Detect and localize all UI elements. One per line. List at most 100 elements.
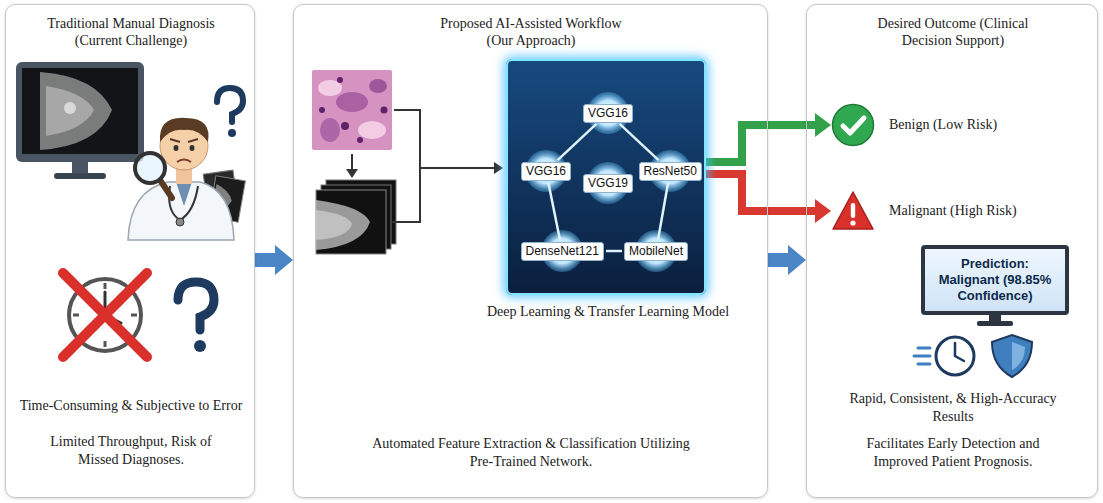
text-slot: Prediction: Malignant (98.85% Confidence… (933, 256, 1057, 304)
malignant-warning-icon (851, 203, 855, 218)
outcome-item: Malignant (High Risk) (831, 189, 1017, 233)
text-slot: Malignant (High Risk) (889, 202, 1017, 220)
flow-arrow (346, 169, 358, 178)
connector (706, 113, 831, 162)
text-slot: Benign (Low Risk) (889, 116, 997, 134)
flow-arrow (346, 154, 358, 178)
caption-text: Limited Throughput, Risk of Missed Diagn… (31, 433, 231, 469)
model-background (506, 59, 706, 295)
outcome-item: Benign (Low Risk) (831, 103, 997, 147)
connector (658, 182, 668, 239)
model-label: ResNet50 (644, 164, 697, 179)
connector-line (606, 250, 622, 253)
monitor-illustration (72, 162, 88, 174)
model-label: VGG19 (588, 176, 628, 191)
panel: VGG16VGG16VGG19ResNet50DenseNet121Mobile… (293, 4, 768, 498)
doctor-illustration (177, 160, 191, 163)
benign-check-icon (831, 103, 875, 147)
histology-image (381, 107, 388, 114)
caption-text: Rapid, Consistent, & High-Accuracy Resul… (843, 390, 1063, 426)
speed-clock-icon (914, 337, 974, 375)
outcome-label: Malignant (High Risk) (889, 202, 1017, 220)
shield-icon (992, 335, 1032, 377)
doctor-illustration (128, 182, 234, 240)
panel-title: Proposed AI-Assisted Workflow (Our Appro… (431, 15, 631, 49)
network-sphere (587, 162, 629, 204)
network-node: DenseNet121 (521, 242, 604, 261)
doctor-illustration (160, 118, 209, 142)
panel-title: Desired Outcome (Clinical Decision Suppo… (863, 15, 1043, 49)
histology-image (369, 79, 387, 93)
histology-image (358, 121, 386, 139)
doctor-illustration (135, 153, 165, 183)
benign-check-icon (843, 118, 864, 133)
histology-image (336, 92, 368, 112)
histology-image (312, 70, 392, 150)
clock-crossed-icon (178, 282, 214, 330)
text-slot: Automated Feature Extraction & Classific… (371, 435, 691, 471)
caption-text: Facilitates Early Detection and Improved… (848, 435, 1058, 471)
doctor-illustration (169, 186, 198, 220)
text-slot: Limited Throughput, Risk of Missed Diagn… (31, 433, 231, 469)
text-slot: VGG19 (588, 176, 628, 191)
connector (548, 182, 560, 239)
model-label: VGG16 (588, 106, 628, 121)
doctor-illustration (176, 182, 192, 206)
caption-text: Automated Feature Extraction & Classific… (371, 435, 691, 471)
input-bracket (392, 110, 496, 222)
text-slot: Proposed AI-Assisted Workflow (Our Appro… (431, 15, 631, 49)
monitor-illustration (54, 173, 106, 179)
clock-crossed-icon (194, 340, 206, 352)
text-slot: MobileNet (629, 244, 683, 259)
text-slot: Desired Outcome (Clinical Decision Suppo… (863, 15, 1043, 49)
connector-line (658, 182, 668, 239)
connector (706, 174, 831, 223)
connector-line (620, 124, 659, 160)
doctor-illustration (190, 145, 195, 151)
network-node: VGG16 (583, 104, 633, 123)
speed-clock-icon (936, 337, 974, 375)
histology-image (312, 70, 392, 150)
mammogram-stack (316, 180, 396, 254)
caption-text: Deep Learning & Transfer Learning Model (473, 303, 743, 321)
model-label: MobileNet (629, 244, 683, 259)
monitor-illustration (40, 72, 112, 150)
text-slot: Traditional Manual Diagnosis (Current Ch… (31, 15, 231, 49)
histology-image (337, 77, 343, 83)
network-node: VGG19 (583, 174, 633, 193)
connector (558, 124, 597, 160)
mammogram-stack (316, 210, 352, 240)
arrow-head (788, 245, 806, 275)
arrow-head (815, 113, 831, 137)
text-slot: Rapid, Consistent, & High-Accuracy Resul… (843, 390, 1063, 426)
network-node: ResNet50 (639, 162, 702, 181)
doctor-illustration (128, 88, 245, 240)
model-label: VGG16 (526, 164, 566, 179)
arrow-head (275, 245, 293, 275)
monitor-illustration (16, 62, 144, 179)
arrow-head (815, 199, 831, 223)
connector (620, 124, 659, 160)
monitor-illustration (64, 102, 76, 114)
text-slot: VGG16 (526, 164, 566, 179)
text-slot: Deep Learning & Transfer Learning Model (473, 303, 743, 321)
mammogram-stack (316, 200, 370, 250)
doctor-illustration (174, 145, 179, 151)
speed-clock-icon (955, 343, 964, 361)
connectors (255, 113, 831, 275)
doctor-illustration (217, 88, 243, 122)
flow-arrow (351, 154, 353, 170)
connector-line (558, 124, 597, 160)
outcome-label: Benign (Low Risk) (889, 116, 997, 134)
prediction-text: Prediction: Malignant (98.85% Confidence… (933, 256, 1057, 304)
monitor-stand (977, 321, 1013, 326)
clock-crossed-icon (63, 273, 214, 357)
caption-text: Time-Consuming & Subjective to Error (16, 397, 246, 415)
panel: Traditional Manual Diagnosis (Current Ch… (5, 4, 255, 498)
network-node: VGG16 (521, 162, 571, 181)
mammogram-stack (316, 190, 386, 254)
panel-title: Traditional Manual Diagnosis (Current Ch… (31, 15, 231, 49)
text-slot: ResNet50 (644, 164, 697, 179)
text-slot: VGG16 (588, 106, 628, 121)
histology-image (319, 107, 325, 113)
